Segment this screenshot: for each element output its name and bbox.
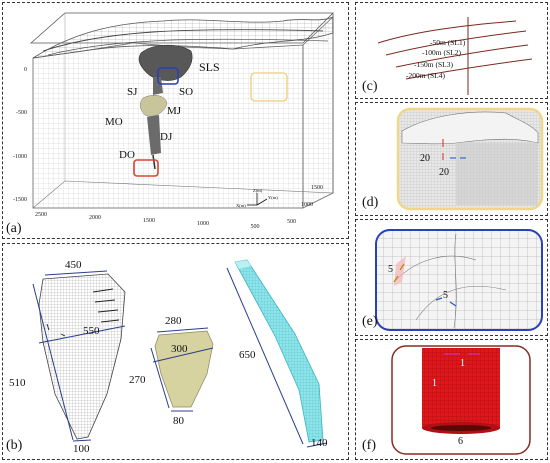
mesh-slab: [234, 259, 324, 443]
dim-lower: 5: [443, 290, 448, 301]
sls-orebody: [138, 44, 193, 81]
axis-label-x: X(m): [236, 203, 246, 208]
so-highlight-box: [157, 67, 179, 85]
mine-3d-model: 0 -500 -1000 -1500 2500 2000 1500 1000 5…: [13, 12, 335, 230]
mo-orebody: [140, 95, 168, 117]
z-tick: -1000: [13, 154, 27, 160]
x-tick: 2500: [35, 212, 47, 218]
panel-label: (a): [6, 221, 22, 236]
dim-block1-bottom: 100: [73, 443, 90, 455]
panel-label: (f): [362, 438, 376, 453]
panel-label: (b): [6, 438, 23, 453]
axis-triad: [247, 193, 268, 206]
dj-shaft: [147, 115, 161, 155]
level-label: -100m (SL2): [422, 48, 461, 57]
x-tick: 500: [251, 224, 260, 230]
dim-side: 1: [432, 378, 437, 389]
y-tick: 1500: [311, 185, 323, 191]
detail-blue: 5 5: [375, 229, 543, 331]
x-tick: 1500: [143, 218, 155, 224]
dim-block1-left: 510: [9, 377, 26, 389]
z-tick: 0: [24, 67, 27, 73]
mesh-blocks: 450 550 510 100 280 300 270 80 650 140: [9, 259, 328, 455]
level-label: -200m (SL4): [406, 71, 445, 80]
y-tick: 1000: [301, 202, 313, 208]
panel-label: (c): [362, 79, 378, 94]
dim-block3-side: 650: [239, 349, 256, 361]
mesh-block-large: [38, 273, 126, 440]
do-highlight-box: [133, 159, 159, 177]
dim-block2-bottom: 80: [173, 415, 185, 427]
mesh-block-medium: [154, 330, 214, 408]
terrain-surface: [32, 16, 334, 59]
dim-vertical: 20: [420, 153, 430, 164]
label-mj: MJ: [167, 105, 182, 117]
y-tick: 500: [287, 219, 296, 225]
dim-block2-top: 280: [165, 315, 182, 327]
x-tick: 1000: [197, 221, 209, 227]
label-dj: DJ: [160, 131, 173, 143]
panel-a: 0 -500 -1000 -1500 2500 2000 1500 1000 5…: [2, 2, 349, 239]
dim-block2-mid: 300: [171, 343, 188, 355]
panel-d: 20 20 (d): [355, 102, 548, 216]
label-sj: SJ: [127, 86, 138, 98]
x-tick: 2000: [89, 215, 101, 221]
dim-block3-bottom: 140: [311, 437, 328, 449]
panel-b: 450 550 510 100 280 300 270 80 650 140: [2, 243, 349, 460]
right-face-mesh: [302, 16, 334, 209]
level-label: -50m (SL1): [430, 38, 466, 47]
axis-label-z: Z(m): [253, 188, 263, 193]
axis-label-y: Y(m): [268, 195, 278, 200]
panel-label: (d): [362, 195, 379, 210]
z-tick: -1500: [13, 197, 27, 203]
label-so: SO: [179, 86, 193, 98]
blue-frame: [375, 229, 543, 331]
level-label: -150m (SL3): [414, 60, 453, 69]
dim-top: 1: [460, 358, 465, 369]
panel-f: 1 1 6 (f): [355, 339, 548, 460]
label-mo: MO: [105, 116, 123, 128]
dim-block1-top: 450: [65, 259, 82, 271]
level-layout: -50m (SL1) -100m (SL2) -150m (SL3) -200m…: [377, 17, 533, 95]
dim-block1-mid: 550: [83, 325, 100, 337]
dim-horizontal: 20: [439, 167, 449, 178]
panel-e: 5 5 (e): [355, 219, 548, 336]
dim-upper: 5: [388, 264, 393, 275]
panel-label: (e): [362, 314, 378, 329]
label-do: DO: [119, 149, 135, 161]
detail-red: 1 1 6: [391, 345, 531, 455]
dim-bottom: 6: [458, 436, 463, 447]
dim-block2-left: 270: [129, 374, 146, 386]
z-tick: -500: [16, 110, 27, 116]
label-sls: SLS: [199, 60, 220, 74]
panel-c: -50m (SL1) -100m (SL2) -150m (SL3) -200m…: [355, 2, 548, 99]
yellow-highlight-box: [250, 72, 288, 102]
shaft-cylinder: [422, 348, 500, 428]
detail-yellow: 20 20: [396, 107, 544, 211]
